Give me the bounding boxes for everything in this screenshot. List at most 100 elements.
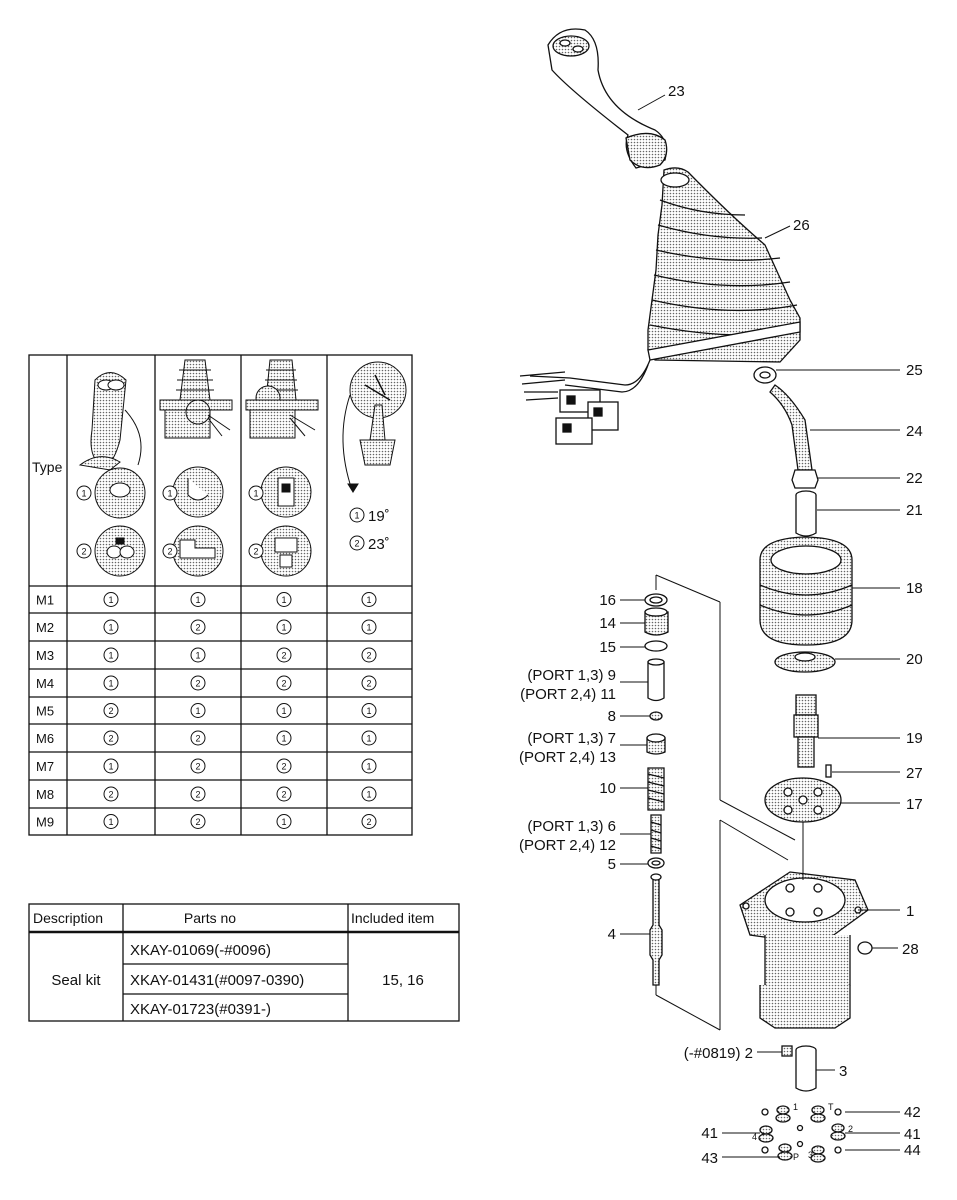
type-option-value: 1 xyxy=(281,595,286,605)
type-option-value: 1 xyxy=(366,790,371,800)
type-option-value: 1 xyxy=(366,762,371,772)
callout-20: 20 xyxy=(906,651,923,668)
type-option-value: 1 xyxy=(108,651,113,661)
callout-42: 42 xyxy=(904,1104,921,1121)
callout-14: 14 xyxy=(599,615,616,632)
type-option-value: 1 xyxy=(366,706,371,716)
type-row-name: M3 xyxy=(36,648,54,663)
callout-labels: 23 26 25 24 22 21 18 20 19 27 17 1 28 3 … xyxy=(519,83,923,1167)
type-option-value: 1 xyxy=(108,817,113,827)
type-option-marker xyxy=(361,647,377,663)
callout-15: 15 xyxy=(599,639,616,656)
type-option-value: 1 xyxy=(108,595,113,605)
type-option-marker xyxy=(103,619,119,635)
callout-43: 43 xyxy=(701,1150,718,1167)
type-option-value: 1 xyxy=(108,762,113,772)
type-option-value: 1 xyxy=(366,623,371,633)
type-option-value: 1 xyxy=(366,595,371,605)
type-option-value: 2 xyxy=(366,679,371,689)
svg-text:1: 1 xyxy=(354,511,359,521)
type-option-value: 1 xyxy=(366,734,371,744)
callout-18: 18 xyxy=(906,580,923,597)
seal-part-2: XKAY-01431(#0097-0390) xyxy=(130,972,304,989)
svg-text:T: T xyxy=(828,1102,834,1112)
leader-lines xyxy=(620,94,900,1158)
type-option-marker xyxy=(190,647,206,663)
callout-13: (PORT 2,4) 13 xyxy=(519,749,616,766)
type-row-name: M5 xyxy=(36,704,54,719)
type-option-marker xyxy=(361,786,377,802)
type-option-marker xyxy=(190,675,206,691)
type-option-value: 1 xyxy=(108,623,113,633)
type-option-value: 1 xyxy=(108,679,113,689)
type-header: Type xyxy=(32,459,63,475)
angle-23: 23˚ xyxy=(368,536,390,553)
callout-3: 3 xyxy=(839,1063,847,1080)
svg-text:2: 2 xyxy=(848,1124,853,1134)
boot-connector-icon xyxy=(245,359,319,577)
type-option-value: 2 xyxy=(281,790,286,800)
svg-text:1: 1 xyxy=(167,489,172,499)
type-option-marker xyxy=(190,592,206,607)
type-icon-markers: 1 2 1 2 1 2 xyxy=(76,485,264,559)
callout-9: (PORT 1,3) 9 xyxy=(527,667,616,684)
seal-header-parts-no: Parts no xyxy=(184,910,236,926)
seal-header-included: Included item xyxy=(351,910,434,926)
type-option-marker xyxy=(361,758,377,774)
callout-7: (PORT 1,3) 7 xyxy=(527,730,616,747)
callout-11: (PORT 2,4) 11 xyxy=(520,686,616,703)
svg-text:2: 2 xyxy=(167,547,172,557)
grip-part xyxy=(547,28,667,169)
type-option-value: 1 xyxy=(281,817,286,827)
type-option-value: 2 xyxy=(108,706,113,716)
type-option-marker xyxy=(103,814,119,829)
grip-icon xyxy=(78,372,146,577)
type-option-marker xyxy=(190,786,206,802)
type-option-marker xyxy=(276,592,292,607)
seal-part-3: XKAY-01723(#0391-) xyxy=(130,1001,271,1018)
seal-kit-table xyxy=(28,903,460,1022)
callout-10: 10 xyxy=(599,780,616,797)
type-option-value: 2 xyxy=(195,623,200,633)
type-option-marker xyxy=(103,703,119,718)
svg-text:4: 4 xyxy=(752,1132,757,1142)
callout-19: 19 xyxy=(906,730,923,747)
type-option-marker xyxy=(276,730,292,746)
type-option-marker xyxy=(276,619,292,635)
callout-41-left: 41 xyxy=(701,1125,718,1142)
type-option-value: 1 xyxy=(195,595,200,605)
callout-6: (PORT 1,3) 6 xyxy=(527,818,616,835)
type-option-value: 2 xyxy=(281,679,286,689)
type-option-marker xyxy=(361,675,377,691)
type-row-name: M7 xyxy=(36,759,54,774)
type-option-marker xyxy=(361,814,377,829)
callout-1: 1 xyxy=(906,903,914,920)
type-option-marker xyxy=(190,758,206,774)
svg-text:2: 2 xyxy=(354,539,359,549)
type-option-marker xyxy=(361,703,377,718)
seal-included: 15, 16 xyxy=(382,972,424,989)
callout-4: 4 xyxy=(608,926,616,943)
type-option-value: 2 xyxy=(195,679,200,689)
callout-24: 24 xyxy=(906,423,923,440)
type-option-marker xyxy=(276,675,292,691)
type-option-marker xyxy=(276,786,292,802)
type-option-value: 1 xyxy=(281,734,286,744)
svg-text:P: P xyxy=(793,1152,799,1162)
seal-description: Seal kit xyxy=(51,972,101,989)
svg-text:1: 1 xyxy=(253,489,258,499)
callout-8: 8 xyxy=(608,708,616,725)
type-option-marker xyxy=(103,730,119,746)
type-option-marker xyxy=(103,647,119,663)
svg-text:2: 2 xyxy=(81,547,86,557)
lever-angle-icon xyxy=(342,361,407,493)
callout-41-right: 41 xyxy=(904,1126,921,1143)
type-option-marker xyxy=(361,730,377,746)
type-row-name: M2 xyxy=(36,620,54,635)
type-option-value: 1 xyxy=(281,623,286,633)
type-option-marker xyxy=(103,786,119,802)
callout-2: (-#0819) 2 xyxy=(684,1045,753,1062)
port-markings: 1 T 4 2 P 3 xyxy=(752,1102,853,1162)
